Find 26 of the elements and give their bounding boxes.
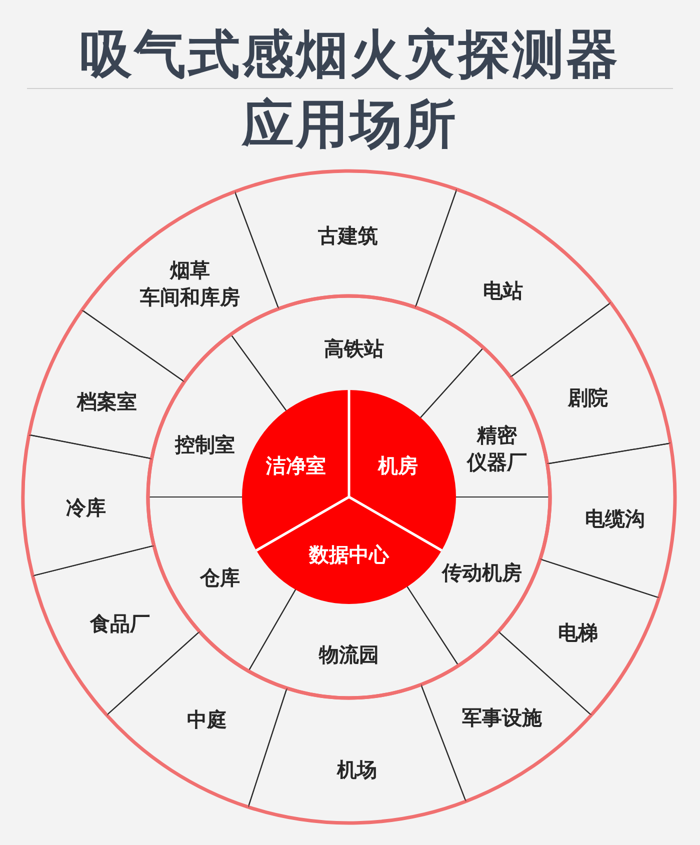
segment-label: 电站	[483, 278, 523, 304]
ring-segment	[79, 189, 281, 384]
segment-label: 高铁站	[324, 336, 384, 362]
segment-label: 电缆沟	[585, 506, 645, 532]
slice-label: 洁净室	[266, 452, 326, 480]
segment-label: 电梯	[558, 620, 598, 646]
segment-label: 食品厂	[90, 610, 150, 638]
segment-label: 机场	[337, 756, 377, 784]
segment-label: 烟草车间和库房	[140, 257, 240, 311]
ring-segment	[21, 432, 156, 578]
segment-label: 冷库	[66, 494, 106, 522]
slice-label: 数据中心	[309, 542, 389, 568]
ring-segment	[538, 441, 677, 600]
segment-label: 军事设施	[462, 704, 542, 732]
segment-label: 传动机房	[442, 560, 522, 586]
segment-label: 物流园	[319, 642, 379, 668]
segment-label: 中庭	[187, 706, 227, 734]
segment-label: 档案室	[77, 388, 137, 416]
segment-label: 剧院	[568, 384, 608, 412]
segment-label: 仓库	[200, 564, 240, 592]
pie-slice	[255, 496, 443, 605]
segment-label: 精密仪器厂	[467, 422, 527, 476]
ring-segment	[413, 187, 613, 380]
segment-label: 控制室	[175, 432, 235, 458]
segment-label: 古建筑	[318, 222, 378, 250]
slice-label: 机房	[378, 452, 418, 480]
